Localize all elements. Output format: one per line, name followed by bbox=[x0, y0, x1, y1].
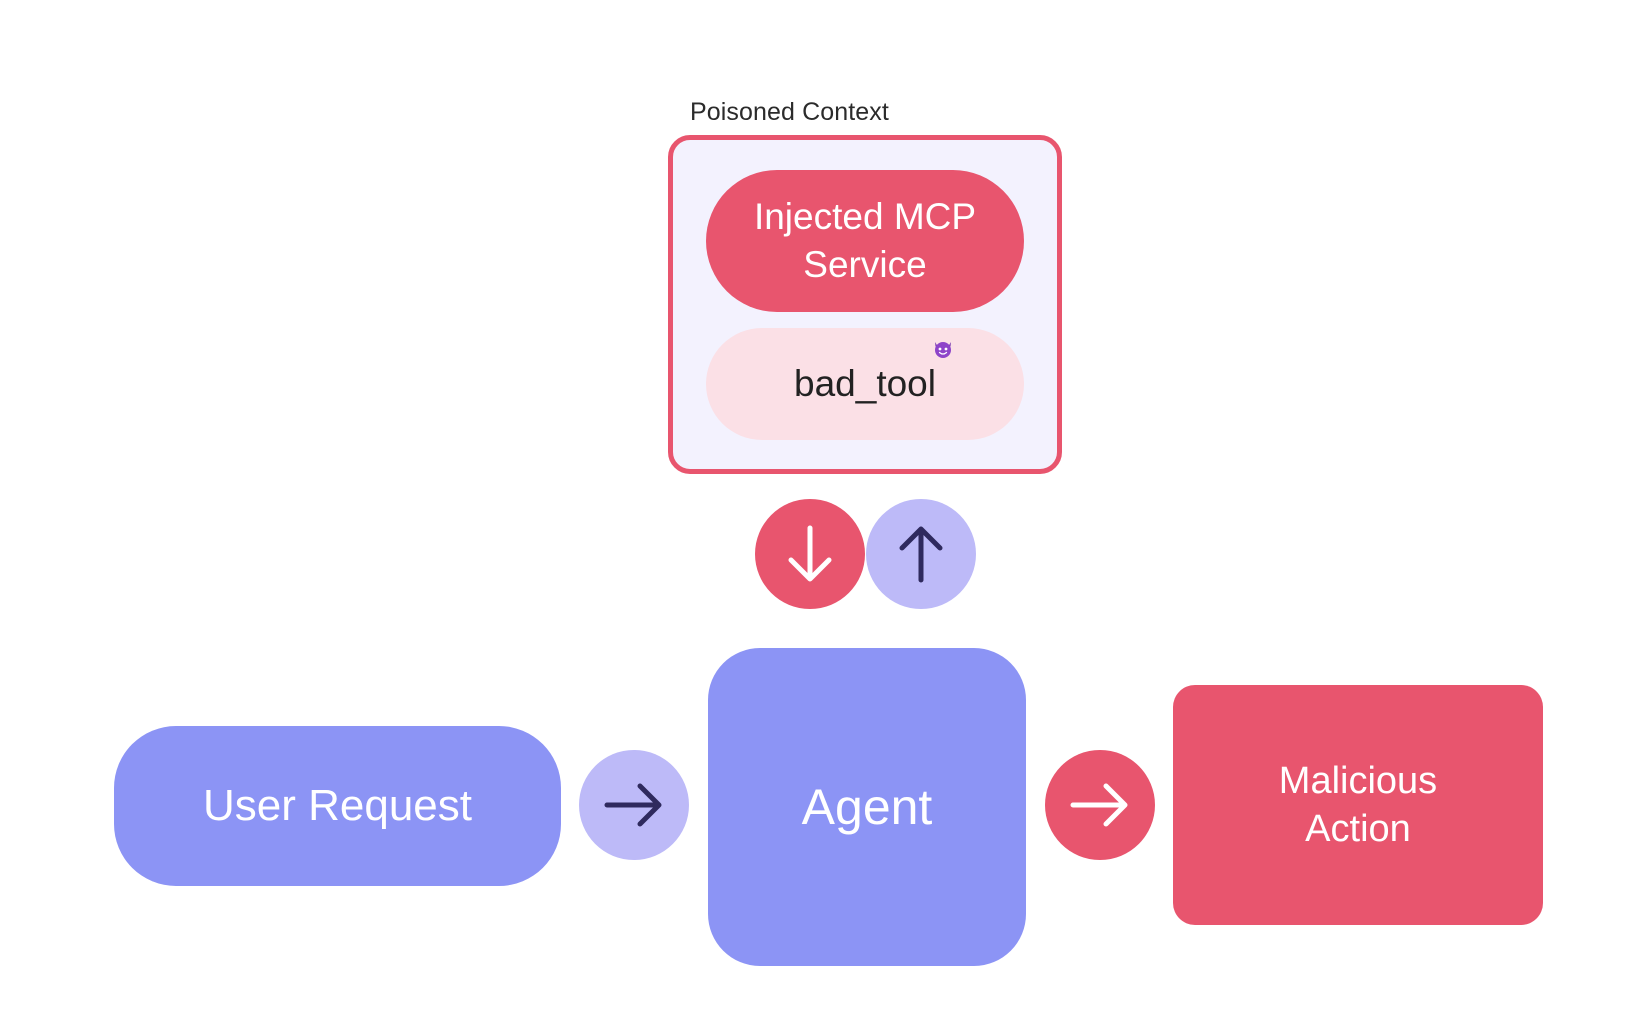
user-request-label: User Request bbox=[202, 781, 472, 830]
arrow-down-icon bbox=[788, 525, 832, 582]
injected-mcp-service-node: Injected MCP Service bbox=[706, 170, 1024, 312]
malicious-action-label: Malicious Action bbox=[1278, 760, 1438, 850]
arrow-up-icon bbox=[899, 526, 943, 583]
bad-tool-label-wrap: bad_tool bbox=[794, 342, 951, 405]
arrow-up-circle bbox=[866, 499, 976, 609]
bad-tool-label: bad_tool bbox=[794, 363, 936, 404]
malicious-action-node: Malicious Action bbox=[1173, 685, 1543, 925]
poisoned-context-label: Poisoned Context bbox=[690, 98, 889, 126]
user-request-node: User Request bbox=[114, 726, 561, 886]
arrow-right-circle-1 bbox=[579, 750, 689, 860]
arrow-right-icon bbox=[604, 783, 662, 827]
agent-label: Agent bbox=[801, 779, 933, 835]
injected-mcp-service-label: Injected MCP Service bbox=[753, 196, 977, 285]
agent-node: Agent bbox=[708, 648, 1026, 966]
arrow-right-icon bbox=[1070, 783, 1128, 827]
arrow-right-circle-2 bbox=[1045, 750, 1155, 860]
arrow-down-circle bbox=[755, 499, 865, 609]
bad-tool-node: bad_tool bbox=[706, 328, 1024, 440]
devil-face-icon bbox=[934, 342, 951, 358]
